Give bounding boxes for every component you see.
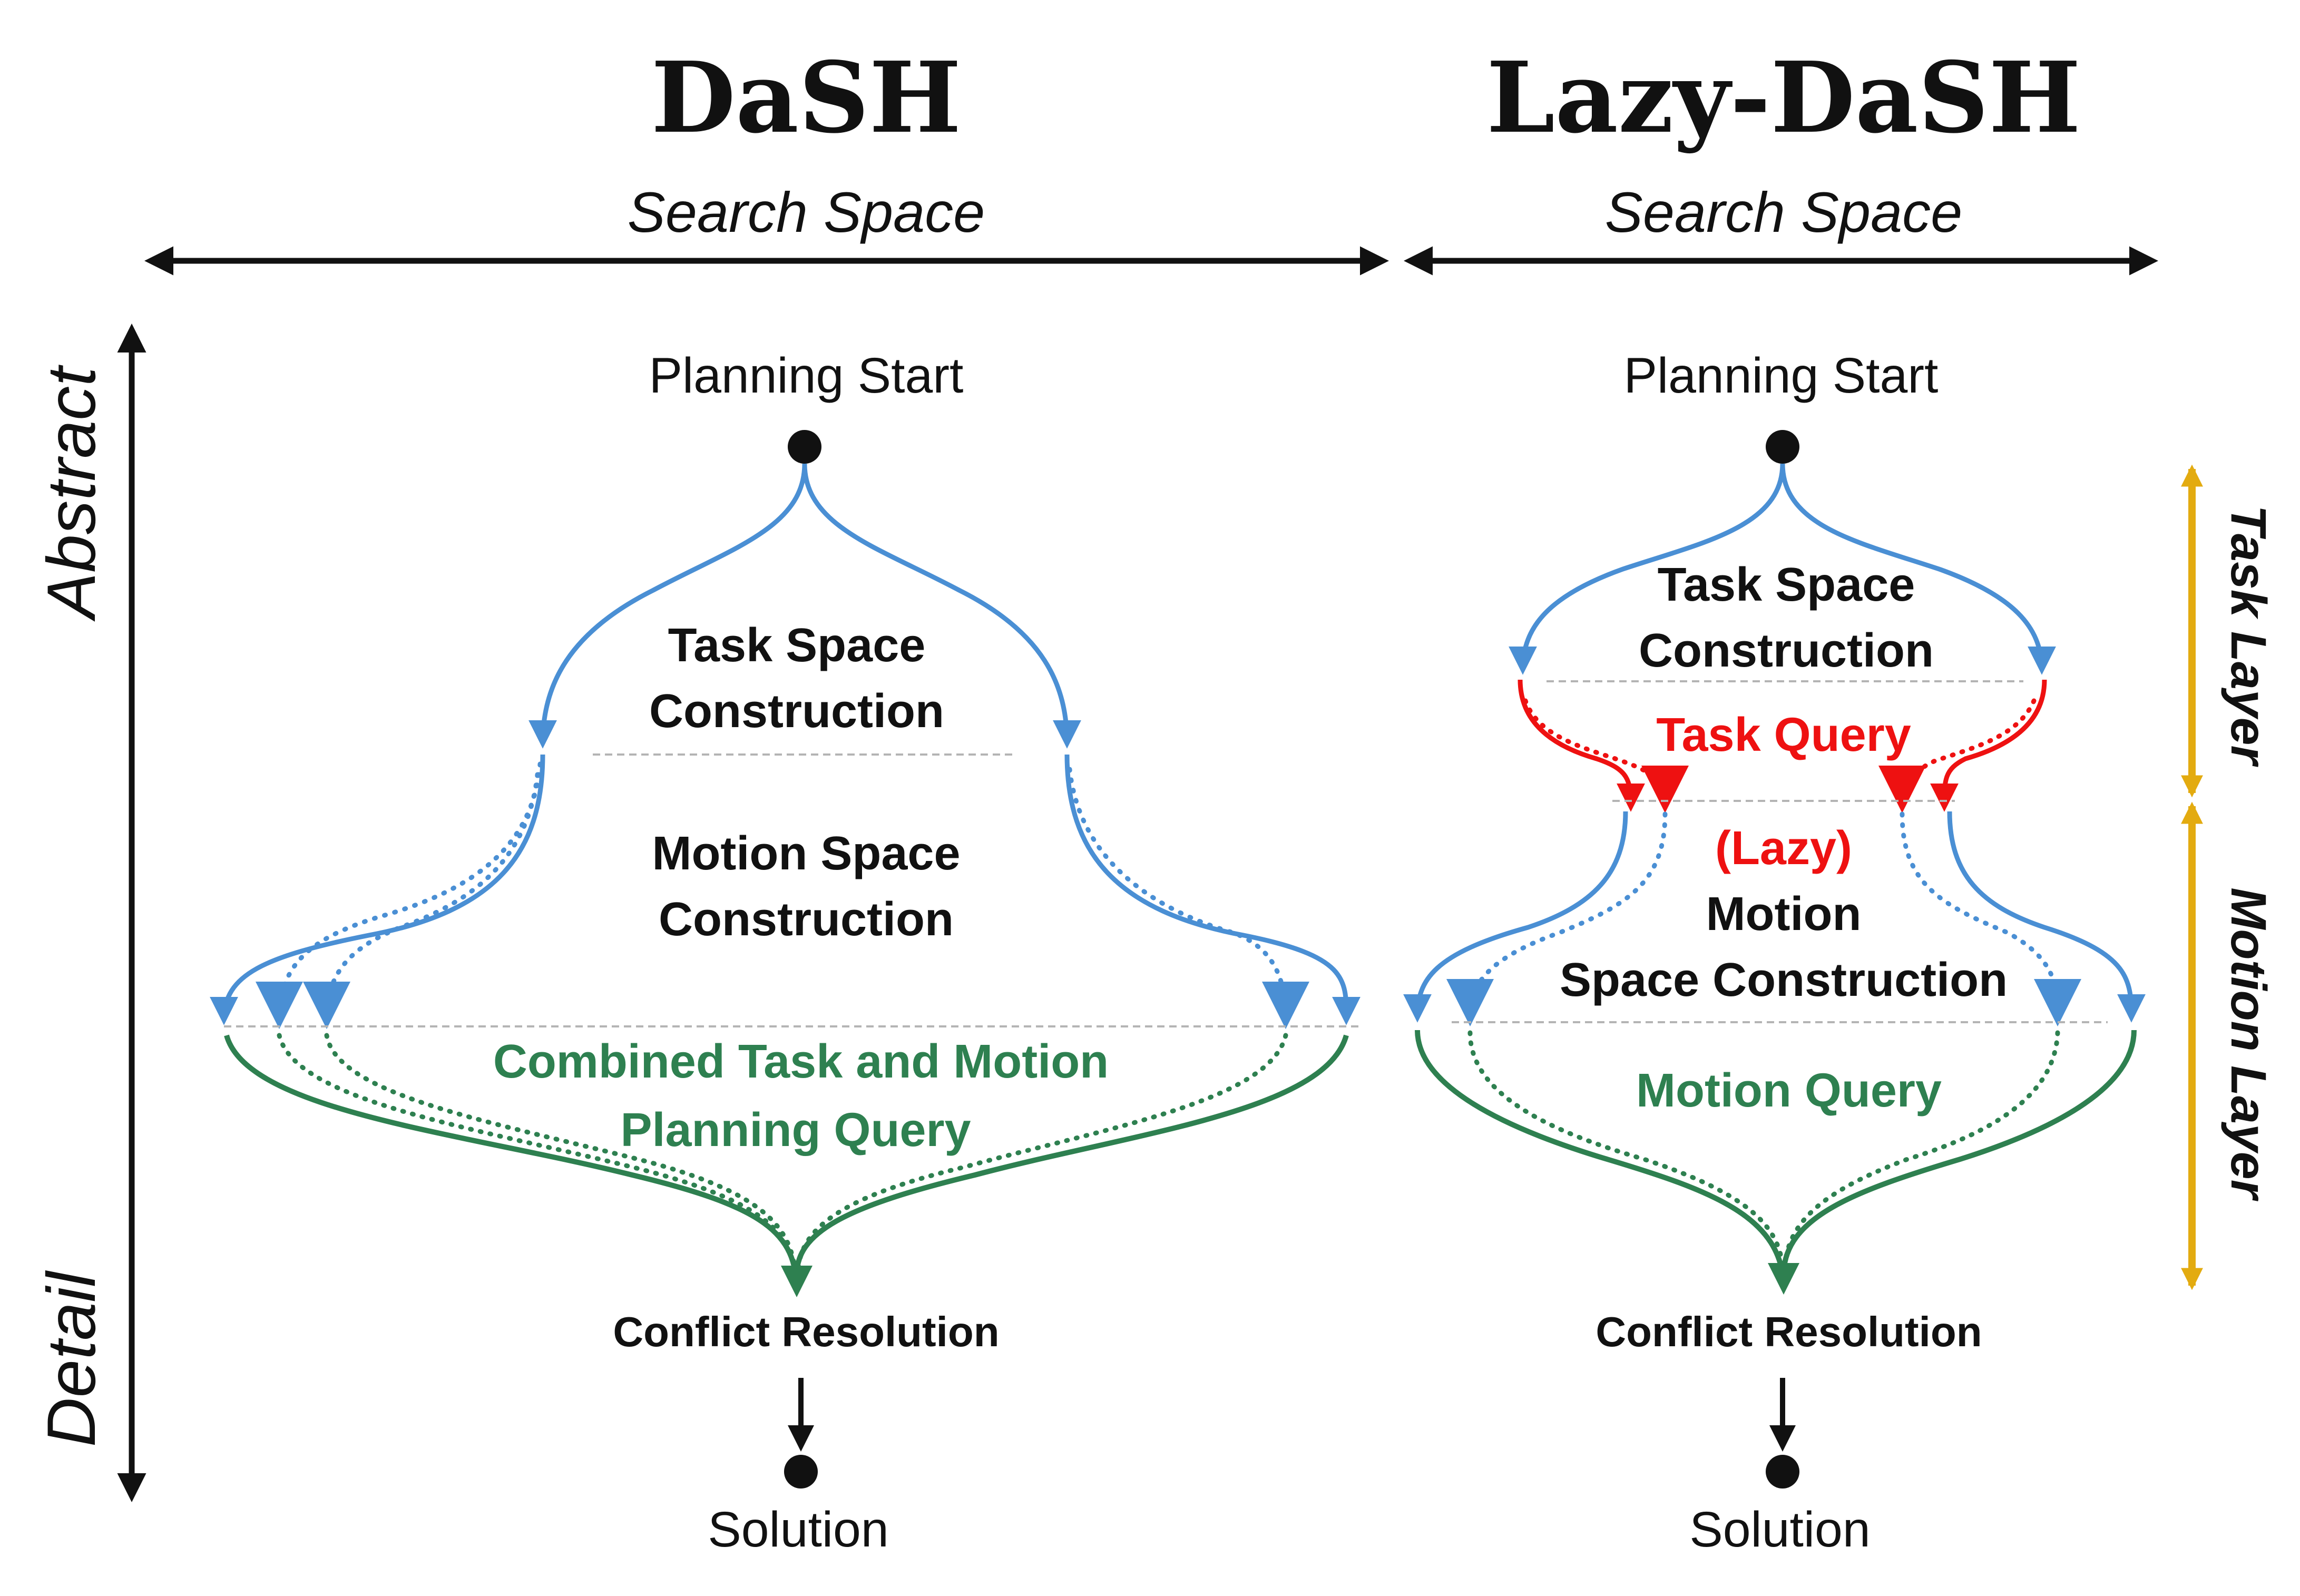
- lazy-motion-space-line2: Space Construction: [1560, 954, 2008, 1006]
- lazy-planning-start-label: Planning Start: [1624, 348, 1939, 404]
- lazy-motion-query-label: Motion Query: [1636, 1064, 1942, 1117]
- lazy-task-query-right-solid: [1930, 679, 2047, 812]
- lazy-task-curve-left: [1509, 463, 1785, 675]
- lazy-search-space-label: Search Space: [1605, 180, 1962, 244]
- dash-start-node: [788, 430, 821, 464]
- dash-query-curve-left-dotted-2: [324, 1033, 797, 1272]
- dash-query-curve-right-solid: [794, 1034, 1349, 1276]
- lazy-motion-lazy-tag: (Lazy): [1715, 822, 1852, 875]
- dash-task-space-line1: Task Space: [668, 619, 926, 672]
- lazy-task-curve-right: [1780, 463, 2056, 675]
- dash-query-line2: Planning Query: [620, 1104, 971, 1157]
- dash-solution-node: [784, 1455, 818, 1489]
- dash-motion-space-line2: Construction: [659, 893, 954, 946]
- lazy-task-space-line1: Task Space: [1658, 559, 1915, 611]
- dash-query-curve-left-dotted-1: [277, 1033, 798, 1278]
- dash-solution-label: Solution: [708, 1502, 888, 1558]
- dash-title: DaSH: [651, 40, 962, 155]
- lazy-motion-curve-left-dotted: [1446, 811, 1668, 1026]
- lazy-query-curve-left-solid: [1415, 1030, 1799, 1295]
- dash-motion-curve-left-solid: [210, 754, 545, 1025]
- lazy-task-space-line2: Construction: [1639, 624, 1934, 677]
- dash-planning-start-label: Planning Start: [649, 348, 964, 404]
- task-layer-label: Task Layer: [2220, 505, 2276, 768]
- lazy-task-query-left-solid: [1518, 679, 1645, 812]
- lazy-query-curve-right-solid: [1781, 1030, 2137, 1276]
- lazy-task-query-left-dotted: [1523, 698, 1689, 813]
- dash-query-curve-right-dotted: [796, 1033, 1288, 1272]
- dash-search-space-label: Search Space: [628, 180, 985, 244]
- dash-motion-curve-right-solid: [1064, 754, 1361, 1025]
- dash-task-curve-right: [802, 463, 1081, 749]
- lazy-motion-space-line1: Motion: [1706, 888, 1862, 941]
- dash-diagram: Planning Start Task Space Construction M…: [210, 348, 1361, 1558]
- lazy-start-node: [1766, 430, 1799, 464]
- lazy-dash-title: Lazy-DaSH: [1486, 40, 2081, 155]
- dash-motion-space-line1: Motion Space: [652, 827, 960, 880]
- lazy-solution-label: Solution: [1689, 1502, 1870, 1558]
- dash-motion-curve-left-dotted-1: [256, 761, 543, 1029]
- lazy-query-curve-left-dotted: [1467, 1030, 1785, 1272]
- dash-task-curve-left: [528, 463, 807, 749]
- lazy-motion-curve-right-dotted: [1900, 811, 2081, 1026]
- dash-task-space-line2: Construction: [649, 685, 944, 738]
- dash-conflict-resolution-label: Conflict Resolution: [613, 1308, 999, 1355]
- lazy-motion-curve-left-solid: [1403, 811, 1628, 1023]
- lazy-task-query-label: Task Query: [1656, 709, 1911, 761]
- detail-label: Detail: [33, 1270, 110, 1447]
- lazy-dash-diagram: Planning Start Task Space Construction T…: [1403, 348, 2146, 1558]
- lazy-conflict-resolution-label: Conflict Resolution: [1596, 1308, 1982, 1355]
- abstract-label: Abstract: [33, 365, 110, 622]
- motion-layer-label: Motion Layer: [2220, 887, 2276, 1201]
- dash-motion-curve-right-dotted: [1067, 767, 1309, 1029]
- lazy-task-query-right-dotted: [1878, 698, 2037, 813]
- dash-query-line1: Combined Task and Motion: [493, 1035, 1109, 1088]
- lazy-solution-node: [1766, 1455, 1799, 1489]
- lazy-query-curve-right-dotted: [1782, 1030, 2060, 1272]
- lazy-motion-curve-right-solid: [1947, 811, 2146, 1023]
